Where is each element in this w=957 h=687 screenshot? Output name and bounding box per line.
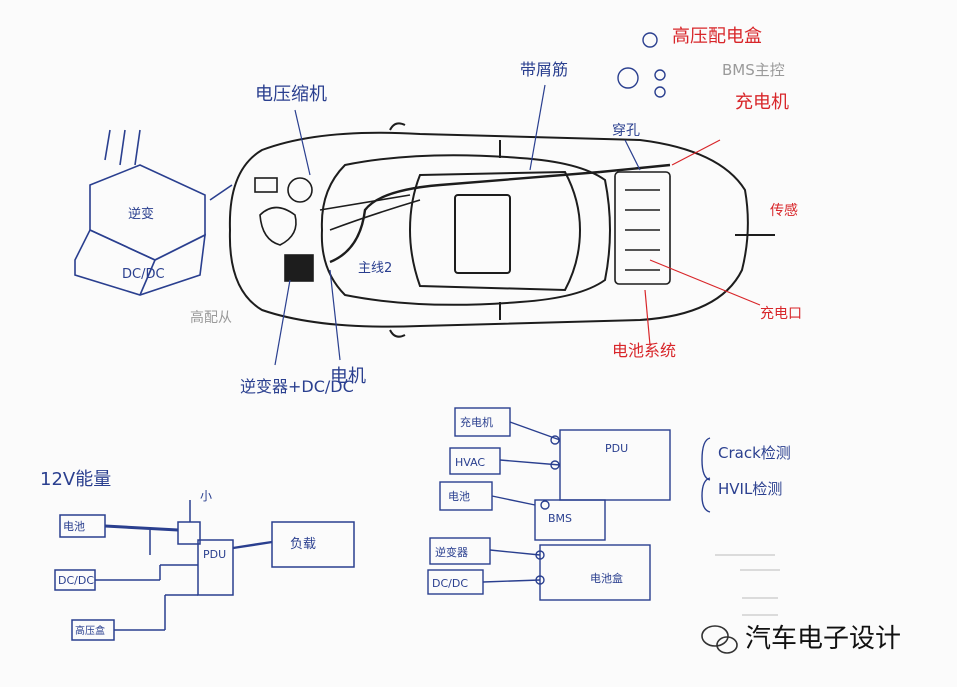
check-hvil: HVIL检测 xyxy=(718,480,782,498)
hv-node-dcdc: DC/DC xyxy=(432,577,468,590)
car-outline xyxy=(228,122,749,338)
red-leaders xyxy=(644,139,761,346)
inverter-dcdc-label: 逆变器+DC/DC xyxy=(240,377,354,396)
wechat-icon xyxy=(701,625,738,654)
slot-label: 穿孔 xyxy=(612,123,640,139)
hv-node-pdu: PDU xyxy=(605,442,628,455)
hv-node-inverter: 逆变器 xyxy=(435,545,468,559)
hv-cables xyxy=(329,163,671,264)
energy-node-load: 负载 xyxy=(290,537,316,552)
hv-node-battery-box: 电池盒 xyxy=(590,571,623,585)
thermal-top-label: 逆变 xyxy=(128,206,154,222)
bms-label: BMS主控 xyxy=(722,61,785,79)
sensor-label: 传感 xyxy=(770,202,798,219)
hv-symbols xyxy=(617,32,666,98)
hv-node-battery: 电池 xyxy=(448,490,470,503)
hv-node-charger: 充电机 xyxy=(460,415,493,429)
label-leaders xyxy=(274,84,641,366)
faint-marks xyxy=(715,554,780,616)
thermal-box xyxy=(74,129,233,296)
thermal-bottom-label: DC/DC xyxy=(122,267,165,282)
energy-node-pdu: PDU xyxy=(203,548,226,561)
charger-label: 充电机 xyxy=(735,92,789,113)
energy-small-label: 小 xyxy=(200,489,212,503)
harness-label: 带屑筋 xyxy=(520,60,568,79)
energy-node-hvbox: 高压盒 xyxy=(75,624,105,637)
check-crack: Crack检测 xyxy=(718,444,791,462)
charge-port-label: 充电口 xyxy=(760,306,802,322)
energy-diagram xyxy=(54,500,355,641)
battery-label: 电池系统 xyxy=(612,341,676,360)
hv-node-bms: BMS xyxy=(548,512,572,525)
energy-node-battery: 电池 xyxy=(63,520,85,533)
compressor-label: 电压缩机 xyxy=(255,84,327,105)
motor-label: 电机 xyxy=(330,366,366,387)
checks-brackets xyxy=(701,437,711,513)
hv-diagram xyxy=(427,407,671,601)
engine-bay xyxy=(254,177,421,282)
battery-pack xyxy=(614,171,671,285)
energy-title: 12V能量 xyxy=(40,469,111,490)
energy-node-dcdc: DC/DC xyxy=(58,574,94,587)
hv-node-hvac: HVAC xyxy=(455,456,485,469)
watermark-text: 汽车电子设计 xyxy=(745,624,901,654)
hv-box-label: 高压配电盒 xyxy=(672,26,762,47)
radiator-label: 高配从 xyxy=(190,309,232,326)
cable2-label: 主线2 xyxy=(358,261,392,276)
